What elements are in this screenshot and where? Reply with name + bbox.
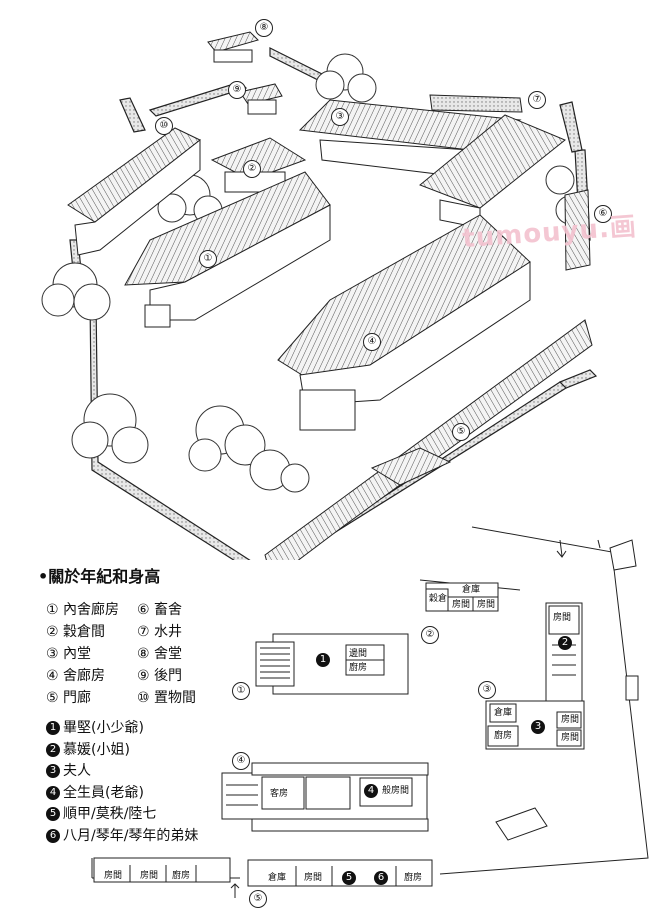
plan-label: 房間 xyxy=(304,873,323,883)
plan-building-2 xyxy=(545,602,583,704)
occupant-badge-plan: 2 xyxy=(558,636,572,650)
building-6 xyxy=(564,189,591,271)
plan-label: 倉庫 xyxy=(462,585,481,595)
marker-4: ④ xyxy=(363,333,381,351)
plan-building-4 xyxy=(221,762,429,832)
plan-marker-2: ② xyxy=(421,626,439,644)
occupant-badge: 2 xyxy=(46,742,60,757)
marker-3: ③ xyxy=(331,108,349,126)
plan-label: 倉庫 xyxy=(494,708,513,718)
occupant-text: 順甲/莫秩/陸七 xyxy=(63,806,157,822)
occupant-text: 夫人 xyxy=(63,763,91,779)
marker-8: ⑧ xyxy=(255,19,273,37)
entrance-arrow-bottom xyxy=(230,883,240,898)
legend-title: •關於年紀和身高 xyxy=(38,567,161,586)
building-10 xyxy=(67,127,201,256)
marker-2: ② xyxy=(243,160,261,178)
legend-item: ⑤ 門廊 xyxy=(46,690,92,706)
legend-item: ⑨ 後門 xyxy=(137,668,183,684)
occupant-text: 八月/琴年/琴年的弟妹 xyxy=(63,827,199,844)
marker-5: ⑤ xyxy=(452,423,470,441)
occupant-text: 畢堅(小少爺) xyxy=(63,720,144,736)
legend-item: ⑦ 水井 xyxy=(137,624,183,640)
legend-item: ⑧ 舍堂 xyxy=(137,646,183,662)
plan-label: 廚房 xyxy=(494,731,513,741)
legend-item: ② 穀倉間 xyxy=(46,624,106,640)
plan-label: 房間 xyxy=(561,715,580,725)
plan-label: 房間 xyxy=(553,613,572,623)
gate-right-top xyxy=(609,539,637,571)
plan-granary xyxy=(425,582,499,612)
marker-6: ⑥ xyxy=(594,205,612,223)
plan-label: 般房間 xyxy=(382,786,410,796)
marker-1: ① xyxy=(199,250,217,268)
trees xyxy=(41,53,585,493)
plan-label: 房間 xyxy=(477,600,496,610)
plan-label: 房間 xyxy=(104,871,123,881)
plan-label: 廚房 xyxy=(349,663,368,673)
plan-marker-3: ③ xyxy=(478,681,496,699)
entrance-arrow-top xyxy=(556,539,567,558)
marker-7: ⑦ xyxy=(528,91,546,109)
marker-10: ⑩ xyxy=(155,117,173,135)
plan-bottom-right xyxy=(247,859,433,887)
marker-9: ⑨ xyxy=(228,81,246,99)
occupant-text: 慕媛(小姐) xyxy=(63,741,130,758)
occupant-badge-plan: 5 xyxy=(342,871,356,885)
plan-marker-4: ④ xyxy=(232,752,250,770)
building-1 xyxy=(124,171,331,328)
occupant-badge: 6 xyxy=(46,828,60,843)
building-9 xyxy=(239,83,283,115)
building-5 xyxy=(264,319,593,560)
occupant-badge: 1 xyxy=(46,721,60,735)
building-3 xyxy=(298,99,522,179)
occupant-badge-plan: 3 xyxy=(531,720,545,734)
plan-label: 穀倉 xyxy=(429,594,448,604)
building-legend-left: ① 內舍廊房 ② 穀倉間 ③ 內堂 ④ 舍廊房 ⑤ 門廊 xyxy=(46,599,119,709)
plan-label: 房間 xyxy=(452,600,471,610)
plan-label: 客房 xyxy=(270,789,289,799)
legend-item: ⑩ 置物間 xyxy=(137,690,197,706)
building-legend-right: ⑥ 畜舍 ⑦ 水井 ⑧ 舍堂 ⑨ 後門 ⑩ 置物間 xyxy=(137,599,196,709)
legend-item: ① 內舍廊房 xyxy=(46,602,120,618)
occupant-badge-plan: 6 xyxy=(374,871,388,885)
occupant-badge-plan: 1 xyxy=(316,653,330,667)
plan-label: 房間 xyxy=(561,733,580,743)
building-4 xyxy=(277,214,531,431)
aerial-view xyxy=(41,31,598,560)
occupant-badge: 3 xyxy=(46,764,60,778)
plan-label: 廚房 xyxy=(172,871,191,881)
plan-marker-5: ⑤ xyxy=(249,890,267,908)
plan-building-1 xyxy=(255,633,409,695)
legend-item: ④ 舍廊房 xyxy=(46,668,106,684)
occupant-badge: 4 xyxy=(46,785,60,800)
occupant-badge-plan: 4 xyxy=(364,784,378,798)
plan-bottom-left xyxy=(93,857,231,883)
gate-right-bottom xyxy=(495,807,548,841)
occupant-badge: 5 xyxy=(46,807,60,821)
gate-right-mid xyxy=(625,675,639,701)
legend-item: ⑥ 畜舍 xyxy=(137,602,183,618)
plan-label: 房間 xyxy=(140,871,159,881)
plan-label: 倉庫 xyxy=(268,873,287,883)
plan-label: 邊間 xyxy=(349,649,368,659)
occupant-text: 全生員(老爺) xyxy=(63,784,144,801)
building-8 xyxy=(207,31,259,63)
building-7 xyxy=(419,94,566,229)
legend-item: ③ 內堂 xyxy=(46,646,92,662)
plan-label: 廚房 xyxy=(404,873,423,883)
plan-marker-1: ① xyxy=(232,682,250,700)
